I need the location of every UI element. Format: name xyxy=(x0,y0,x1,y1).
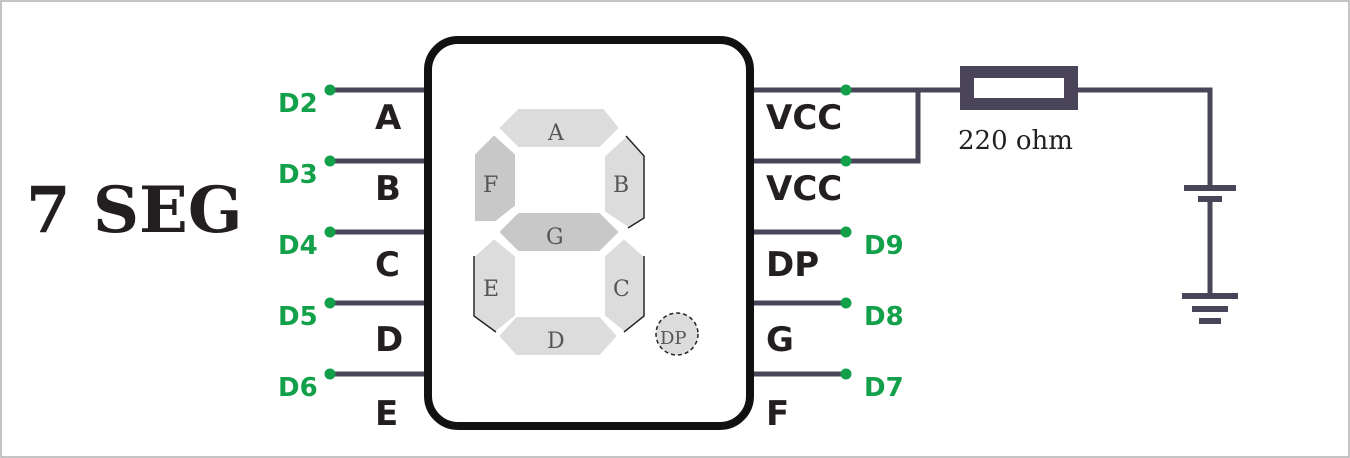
title: 7 SEG xyxy=(26,173,242,248)
arduino-pin-label: D2 xyxy=(278,89,318,119)
segment-a-label: A xyxy=(547,121,565,146)
pin-dot[interactable] xyxy=(840,226,852,238)
segment-pin-label: VCC xyxy=(766,98,842,138)
segment-g-label: G xyxy=(546,225,564,250)
segment-g xyxy=(496,211,622,253)
segment-e-label: E xyxy=(483,277,499,302)
left-pin-dots xyxy=(324,84,336,380)
pin-dot[interactable] xyxy=(840,84,852,96)
seven-segment-display: A F B G E C D DP xyxy=(473,107,699,357)
segment-pin-label: A xyxy=(375,98,402,138)
segment-pin-label: B xyxy=(375,169,401,209)
segment-f xyxy=(473,132,517,223)
pin-dot[interactable] xyxy=(840,368,852,380)
segment-pin-label: F xyxy=(766,394,789,434)
segment-c-edge xyxy=(623,256,645,333)
pin-dot[interactable] xyxy=(840,155,852,167)
wire-to-battery xyxy=(1075,87,1213,191)
left-pin-wires xyxy=(327,87,431,377)
pin-dot[interactable] xyxy=(324,155,336,167)
pin-dot[interactable] xyxy=(324,368,336,380)
pin-dot[interactable] xyxy=(324,84,336,96)
segment-b-edge xyxy=(625,135,645,229)
arduino-pin-label: D7 xyxy=(864,373,904,403)
segment-d xyxy=(496,315,620,357)
segment-c-label: C xyxy=(613,277,630,302)
battery-icon xyxy=(1184,185,1236,299)
segment-f-label: F xyxy=(483,173,498,198)
segment-pin-label: VCC xyxy=(766,169,842,209)
arduino-pin-label: D9 xyxy=(864,231,904,261)
segment-e-edge xyxy=(473,256,497,333)
segment-pin-label: C xyxy=(375,245,400,285)
segment-dp xyxy=(655,312,699,356)
segment-dp-label: DP xyxy=(660,328,687,349)
resistor-inner xyxy=(974,78,1064,98)
resistor-label: 220 ohm xyxy=(958,126,1073,156)
segment-a xyxy=(496,107,622,149)
segment-pin-label: DP xyxy=(766,245,819,285)
segment-pin-label: D xyxy=(375,320,403,360)
resistor xyxy=(960,66,1078,110)
right-pin-wires xyxy=(749,87,963,377)
arduino-pin-label: D4 xyxy=(278,231,318,261)
segment-b-label: B xyxy=(613,173,629,198)
arduino-pin-label: D5 xyxy=(278,302,318,332)
wire-vcc-2 xyxy=(749,87,921,164)
ground-icon xyxy=(1182,293,1238,324)
pin-dot[interactable] xyxy=(840,297,852,309)
arduino-pin-label: D3 xyxy=(278,160,318,190)
segment-d-label: D xyxy=(547,329,565,354)
pin-dot[interactable] xyxy=(324,226,336,238)
right-pin-dots xyxy=(840,84,852,380)
segment-pin-label: E xyxy=(375,394,398,434)
segment-pin-label: G xyxy=(766,320,794,360)
pin-dot[interactable] xyxy=(324,297,336,309)
arduino-pin-label: D6 xyxy=(278,373,318,403)
arduino-pin-label: D8 xyxy=(864,302,904,332)
